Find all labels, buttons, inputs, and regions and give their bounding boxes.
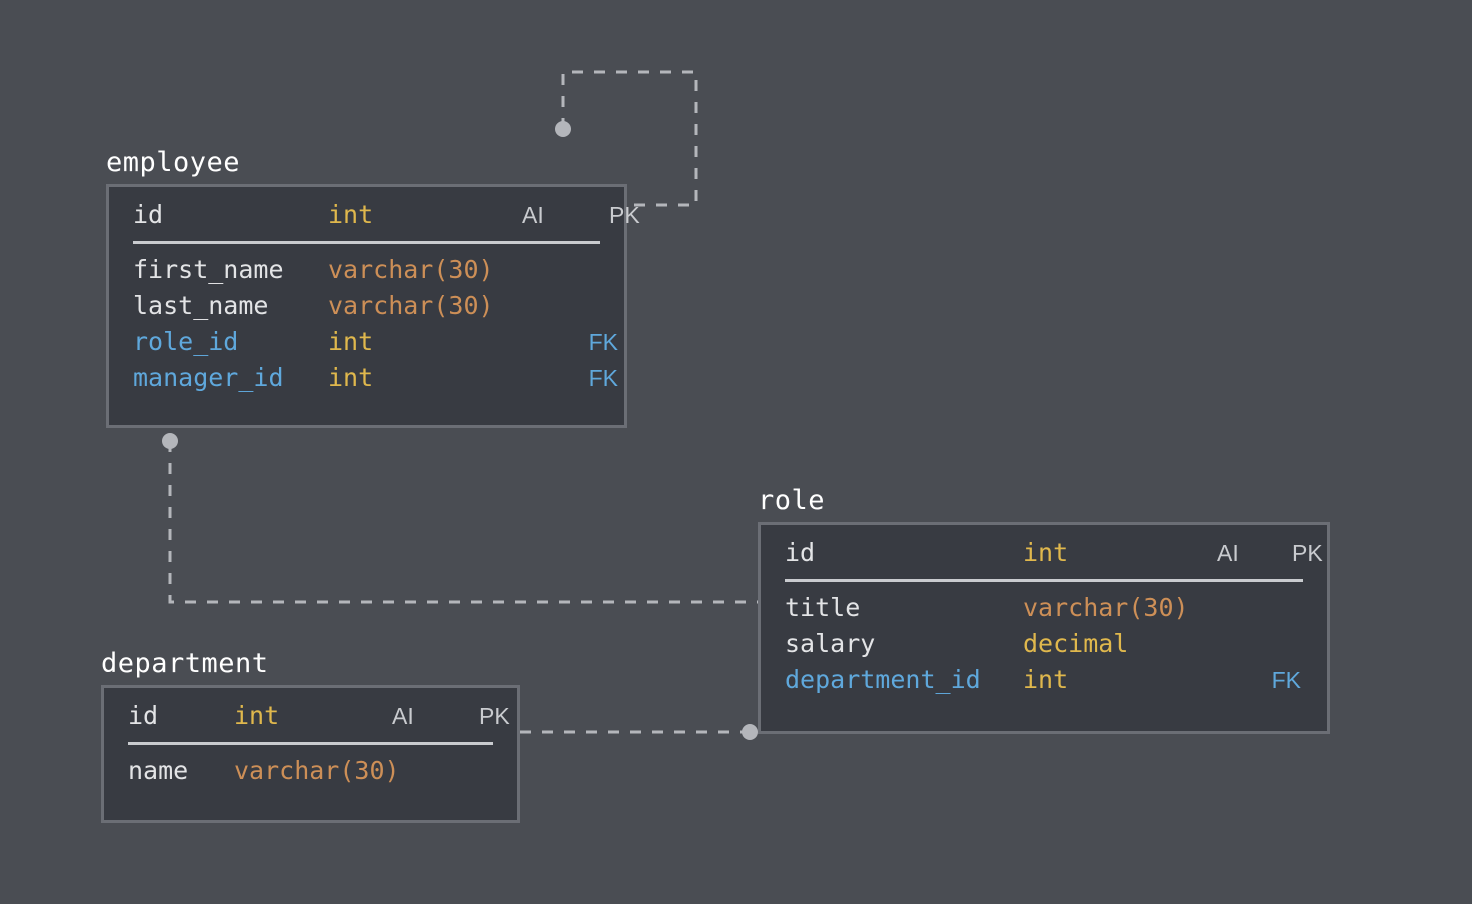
entity-role[interactable]: role id int AI PK title varchar(30) [758, 486, 1330, 734]
column-row[interactable]: manager_id int FK [109, 360, 642, 396]
column-name: id [133, 200, 164, 229]
column-type: varchar(30) [1023, 593, 1189, 622]
column-name: department_id [785, 665, 981, 694]
column-row[interactable]: first_name varchar(30) [109, 252, 642, 288]
column-key-badge [522, 252, 642, 288]
column-extra [1209, 626, 1217, 662]
column-extra: AI [392, 703, 414, 729]
connector-employee-role [168, 441, 758, 604]
column-extra [1209, 662, 1217, 698]
connector-endpoint-role-department [742, 724, 758, 740]
pk-separator [785, 579, 1303, 582]
column-list-employee: id int AI PK [109, 197, 664, 233]
column-type: int [234, 701, 280, 730]
column-type: int [328, 200, 374, 229]
column-row[interactable]: role_id int FK [109, 324, 642, 360]
column-name: last_name [133, 291, 269, 320]
column-list-employee-body: first_name varchar(30) last_name varchar… [109, 252, 642, 396]
entity-title-department: department [101, 648, 269, 679]
entity-title-employee: employee [106, 147, 241, 178]
column-key-badge: PK [479, 703, 510, 729]
column-list-department-body: name varchar(30) [104, 753, 528, 789]
column-row[interactable]: title varchar(30) [761, 590, 1325, 626]
entity-box-role: id int AI PK title varchar(30) salary de… [758, 522, 1330, 734]
column-row[interactable]: department_id int FK [761, 662, 1325, 698]
column-name: first_name [133, 255, 284, 284]
entity-box-employee: id int AI PK first_name varchar(30) last… [106, 184, 640, 428]
column-type: varchar(30) [234, 756, 400, 785]
column-key-badge: FK [1271, 667, 1301, 693]
column-type: int [1023, 665, 1069, 694]
column-list-role: id int AI PK [761, 535, 1347, 571]
entity-department[interactable]: department id int AI PK name varchar(30) [101, 649, 520, 823]
column-row[interactable]: name varchar(30) [104, 753, 528, 789]
column-key-badge [408, 753, 528, 789]
column-name: manager_id [133, 363, 284, 392]
column-type: decimal [1023, 629, 1129, 658]
column-extra [514, 288, 522, 324]
column-name: role_id [133, 327, 239, 356]
column-name: id [128, 701, 159, 730]
column-row[interactable]: id int AI PK [761, 535, 1347, 571]
column-row[interactable]: salary decimal [761, 626, 1325, 662]
entity-box-department: id int AI PK name varchar(30) [101, 685, 520, 823]
entity-title-role: role [758, 485, 826, 516]
column-type: int [328, 363, 374, 392]
column-name: id [785, 538, 816, 567]
connector-endpoint-employee-manager [555, 121, 571, 137]
column-key-badge: PK [609, 202, 640, 228]
column-key-badge: FK [588, 329, 618, 355]
column-extra: AI [522, 202, 544, 228]
column-name: title [785, 593, 861, 622]
column-type: varchar(30) [328, 255, 494, 284]
pk-separator [133, 241, 600, 244]
column-name: salary [785, 629, 876, 658]
column-key-badge [1217, 626, 1325, 662]
column-extra [400, 753, 408, 789]
column-key-badge: PK [1292, 540, 1323, 566]
column-list-department: id int AI PK [104, 698, 534, 734]
column-key-badge: FK [588, 365, 618, 391]
column-type: int [1023, 538, 1069, 567]
column-row[interactable]: last_name varchar(30) [109, 288, 642, 324]
column-key-badge [1217, 590, 1325, 626]
column-extra [514, 252, 522, 288]
pk-separator [128, 742, 493, 745]
column-name: name [128, 756, 189, 785]
column-type: int [328, 327, 374, 356]
column-extra [514, 324, 522, 360]
entity-employee[interactable]: employee id int AI PK first_name varchar… [106, 147, 640, 428]
column-type: varchar(30) [328, 291, 494, 320]
connector-endpoint-employee-role [162, 433, 178, 449]
column-extra [1209, 590, 1217, 626]
column-key-badge [522, 288, 642, 324]
column-extra: AI [1217, 540, 1239, 566]
column-extra [514, 360, 522, 396]
column-list-role-body: title varchar(30) salary decimal departm… [761, 590, 1325, 698]
column-row[interactable]: id int AI PK [109, 197, 664, 233]
column-row[interactable]: id int AI PK [104, 698, 534, 734]
